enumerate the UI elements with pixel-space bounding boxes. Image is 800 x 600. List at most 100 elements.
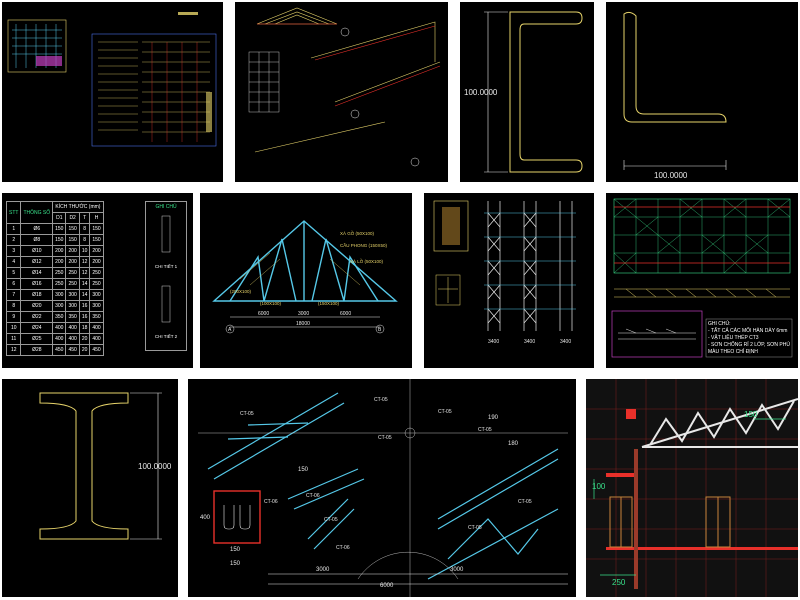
detail-dim-5: 150 [298, 467, 309, 473]
table-cell: 5 [5, 267, 22, 279]
truss-axis-b: B [378, 327, 382, 333]
table-cell: 250 [89, 278, 104, 290]
table-cell: 14 [78, 278, 91, 290]
i-beam-drawing: 100.0000 [39, 392, 172, 540]
truss-dim-1: 3000 [298, 311, 309, 317]
table-cell: 400 [52, 322, 67, 334]
section-dim-1: 100 [592, 482, 606, 491]
tile-roof-plan: GHI CHÚ: - TẤT CẢ CÁC MỐI HÀN DÀY 6mm - … [606, 193, 798, 368]
roof-truss-sheet-drawing [248, 7, 441, 167]
table-cell: 12 [78, 267, 91, 279]
l-angle-profile [623, 11, 727, 123]
frame-dim-0: 3400 [488, 339, 499, 345]
table-cell: 9 [5, 311, 22, 323]
spec-subheader: T [78, 212, 91, 224]
table-cell: 450 [65, 344, 80, 356]
table-cell: Ø18 [20, 289, 54, 301]
truss-dim-2: 6000 [340, 311, 351, 317]
detail-dim-1: 3000 [450, 567, 464, 573]
truss-dim-total: 18000 [296, 321, 310, 327]
truss-label-2: XÀ LỒ (50X100) [350, 258, 384, 264]
roof-plan-drawing [611, 198, 793, 358]
table-cell: 16 [78, 311, 91, 323]
table-cell: 1 [5, 223, 22, 235]
table-cell: 300 [52, 289, 67, 301]
table-cell: Ø12 [20, 256, 54, 268]
table-cell: 11 [5, 333, 22, 345]
table-cell: 200 [89, 245, 104, 257]
detail-dim-6: 180 [508, 441, 519, 447]
i-beam-dimension: 100.0000 [138, 462, 172, 471]
detail-tag-10: CT-05 [518, 499, 532, 505]
frame-dim-1: 3400 [524, 339, 535, 345]
table-cell: Ø8 [20, 234, 54, 246]
table-cell: 150 [52, 223, 67, 235]
tile-plan-sheets [2, 2, 223, 182]
table-cell: 20 [78, 333, 91, 345]
notes-line-2: - SƠN CHỐNG RỈ 2 LỚP, SƠN PHỦ MÀU THEO C… [708, 342, 790, 355]
table-cell: 250 [89, 267, 104, 279]
tile-frame-grid: 3400 3400 3400 [424, 193, 594, 368]
table-cell: 400 [65, 333, 80, 345]
detail-tag-8: CT-06 [336, 545, 350, 551]
table-cell: 250 [65, 278, 80, 290]
table-cell: 10 [78, 245, 91, 257]
detail-tag-0: CT-05 [240, 411, 254, 417]
spec-subheader: D1 [52, 212, 67, 224]
table-cell: 16 [78, 300, 91, 312]
truss-label-0: XÀ GỒ (50X100) [340, 230, 375, 236]
l-angle-dimension: 100.0000 [654, 171, 688, 180]
table-cell: Ø25 [20, 333, 54, 345]
table-cell: 350 [65, 311, 80, 323]
truss-elevation-drawing: XÀ GỒ (50X100) CẦU PHONG (150X50) XÀ LỒ … [212, 220, 398, 334]
spec-subheader: D2 [65, 212, 80, 224]
table-cell: Ø14 [20, 267, 54, 279]
table-cell: 350 [52, 311, 67, 323]
notes-box: GHI CHÚ: - TẤT CẢ CÁC MỐI HÀN DÀY 6mm - … [708, 321, 792, 356]
table-cell: 250 [52, 278, 67, 290]
i-beam-profile [39, 392, 129, 540]
table-cell: 300 [52, 300, 67, 312]
spec-col-stt: STT [5, 201, 22, 224]
notes-title: GHI CHÚ: [708, 321, 731, 327]
spec-detail-2: CHI TIẾT 2 [154, 334, 178, 339]
spec-note-header: GHI CHÚ [155, 204, 177, 210]
spec-detail-1: CHI TIẾT 1 [154, 264, 178, 269]
truss-axis-a: A [228, 327, 232, 333]
table-cell: 150 [89, 223, 104, 235]
detail-tag-5: CT-06 [264, 499, 278, 505]
table-cell: 6 [5, 278, 22, 290]
section-dim-2: 250 [612, 578, 626, 587]
spec-col-param: THÔNG SỐ [20, 201, 54, 224]
detail-tag-4: CT-05 [478, 427, 492, 433]
spec-subheader: H [89, 212, 104, 224]
table-cell: 200 [89, 256, 104, 268]
detail-tag-1: CT-05 [374, 397, 388, 403]
notes-line-1: - VẬT LIỆU THÉP CT3 [708, 335, 759, 341]
tile-c-channel: 100.0000 [460, 2, 594, 182]
table-cell: Ø24 [20, 322, 54, 334]
truss-dim-0: 6000 [258, 311, 269, 317]
table-cell: 300 [89, 289, 104, 301]
tile-truss-elevation: XÀ GỒ (50X100) CẦU PHONG (150X50) XÀ LỒ … [200, 193, 412, 368]
detail-dim-3: 400 [200, 515, 211, 521]
detail-dim-2: 6000 [380, 583, 394, 589]
table-cell: Ø22 [20, 311, 54, 323]
c-channel-drawing: 100.0000 [464, 11, 583, 173]
table-cell: Ø10 [20, 245, 54, 257]
table-cell: 300 [89, 300, 104, 312]
table-cell: 200 [65, 256, 80, 268]
tile-detail-truss: 3000 3000 6000 400 150 150 180 190 150 C… [188, 379, 576, 597]
table-cell: 150 [52, 234, 67, 246]
table-cell: 450 [52, 344, 67, 356]
truss-member-2: (200X100) [230, 289, 252, 294]
table-cell: 300 [65, 300, 80, 312]
